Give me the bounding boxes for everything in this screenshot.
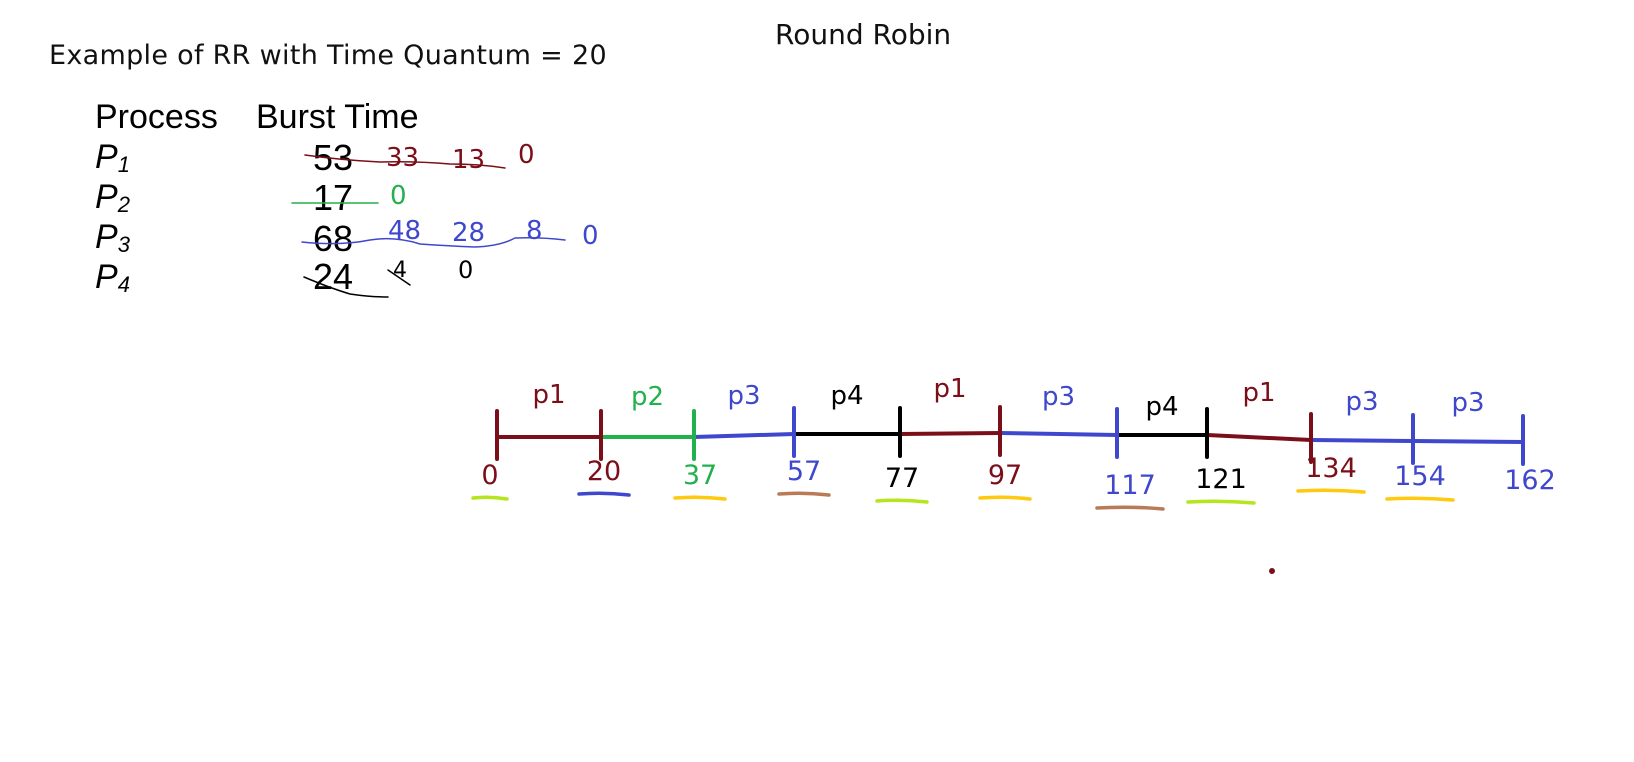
gantt-tick-label: 154 bbox=[1394, 461, 1446, 492]
gantt-segment-label: p2 bbox=[631, 382, 664, 412]
strike-p1 bbox=[304, 154, 506, 169]
remaining-p4-final: 0 bbox=[458, 256, 474, 284]
process-name-p4: P4 bbox=[95, 258, 130, 297]
gantt-tick-underline bbox=[1095, 505, 1165, 511]
slide-title: Round Robin bbox=[775, 18, 952, 51]
process-name-p1: P1 bbox=[95, 138, 130, 177]
gantt-tick-underline bbox=[471, 495, 509, 501]
remaining-p3-1: 48 bbox=[388, 216, 422, 246]
gantt-segment bbox=[1411, 439, 1525, 444]
burst-p2: 17 bbox=[313, 177, 354, 218]
gantt-segment-label: p3 bbox=[727, 381, 760, 411]
remaining-p2-final: 0 bbox=[390, 181, 407, 211]
burst-p3: 68 bbox=[313, 218, 354, 259]
gantt-tick-underline bbox=[1186, 499, 1256, 505]
gantt-segment bbox=[898, 431, 1002, 436]
gantt-tick-label: 162 bbox=[1504, 465, 1556, 496]
gantt-tick-label: 0 bbox=[481, 460, 498, 491]
gantt-tick-label: 77 bbox=[885, 463, 919, 494]
gantt-tick-label: 121 bbox=[1195, 464, 1247, 495]
remaining-p4-1: 4 bbox=[393, 258, 407, 283]
gantt-tick-underline bbox=[875, 498, 929, 504]
stray-dot bbox=[1269, 568, 1275, 574]
gantt-segment bbox=[1309, 438, 1415, 443]
gantt-segment-label: p3 bbox=[1042, 382, 1075, 412]
gantt-segment bbox=[1205, 433, 1313, 442]
remaining-p1-1: 33 bbox=[386, 143, 420, 173]
gantt-tick-label: 117 bbox=[1104, 470, 1156, 501]
gantt-segment-label: p1 bbox=[1242, 378, 1275, 408]
gantt-segment-label: p3 bbox=[1345, 387, 1378, 417]
remaining-p1-final: 0 bbox=[518, 140, 535, 170]
gantt-tick-underline bbox=[673, 495, 727, 501]
gantt-tick-underline bbox=[1385, 496, 1455, 502]
gantt-segment-label: p4 bbox=[830, 381, 863, 411]
gantt-tick-label: 134 bbox=[1305, 453, 1357, 484]
strike-p4 bbox=[303, 269, 411, 298]
gantt-tick-label: 97 bbox=[988, 460, 1022, 491]
remaining-p1-2: 13 bbox=[452, 145, 486, 175]
remaining-p3-2: 28 bbox=[452, 218, 486, 248]
gantt-tick-label: 20 bbox=[587, 456, 621, 487]
process-name-p3: P3 bbox=[95, 218, 130, 257]
gantt-segment bbox=[692, 432, 796, 439]
gantt-tick-label: 57 bbox=[787, 456, 821, 487]
gantt-tick-underline bbox=[777, 491, 831, 497]
header-process: Process bbox=[95, 98, 218, 136]
process-name-p2: P2 bbox=[95, 178, 130, 217]
remaining-p3-final: 0 bbox=[582, 221, 599, 251]
gantt-segment-label: p1 bbox=[933, 374, 966, 404]
gantt-segment-label: p1 bbox=[532, 380, 565, 410]
burst-p4: 24 bbox=[313, 256, 354, 297]
gantt-segment-label: p3 bbox=[1451, 388, 1484, 418]
gantt-segment-label: p4 bbox=[1145, 392, 1178, 422]
gantt-tick-label: 37 bbox=[683, 460, 717, 491]
gantt-segment bbox=[998, 431, 1119, 437]
gantt-tick-underline bbox=[978, 495, 1032, 501]
strike-p3 bbox=[301, 237, 566, 248]
header-burst-time: Burst Time bbox=[256, 98, 419, 136]
subtitle: Example of RR with Time Quantum = 20 bbox=[49, 40, 607, 71]
gantt-tick-underline bbox=[1296, 488, 1366, 494]
strikethroughs bbox=[291, 154, 566, 298]
gantt-tick-underline bbox=[577, 491, 631, 497]
gantt-chart: p1 p2 p3 p4 p1 p3 p4 p1 p3 p3 0 20 37 57 77 97 117 121 134… bbox=[471, 374, 1556, 511]
